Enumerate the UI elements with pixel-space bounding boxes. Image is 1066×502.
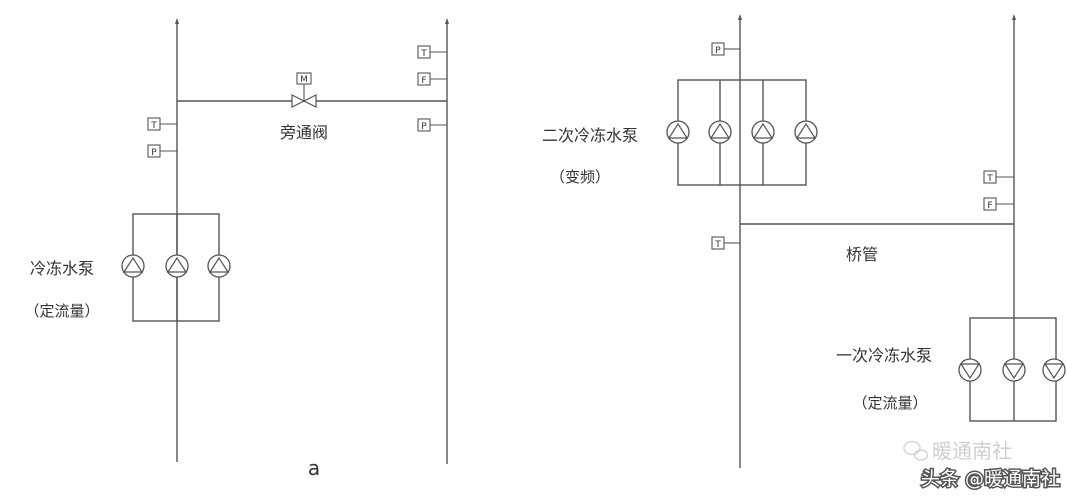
pump-group-a xyxy=(121,213,231,322)
sensor-b-p: P xyxy=(711,42,740,56)
pump-icon xyxy=(121,254,145,278)
diagram-b: P 二次冷冻水泵 （变频） 桥管 T T xyxy=(542,14,1066,468)
arrow-right-a xyxy=(445,18,449,24)
pumps-note-a: （定流量） xyxy=(24,302,99,320)
bridge-pipe-label: 桥管 xyxy=(846,245,878,264)
pump-icon xyxy=(958,358,982,382)
primary-pumps-label: 一次冷冻水泵 xyxy=(836,346,932,365)
watermark-faded-text: 暖通南社 xyxy=(932,439,1012,463)
pump-icon xyxy=(666,120,690,144)
arrow-left-a xyxy=(175,18,179,24)
pump-icon xyxy=(708,120,732,144)
arrow-right-b xyxy=(1012,14,1016,20)
sensor-b-left-t: T xyxy=(711,236,740,250)
diagram-a-caption: a xyxy=(308,456,320,480)
bypass-valve: M xyxy=(291,72,317,108)
wechat-icon xyxy=(903,440,929,461)
svg-text:T: T xyxy=(986,174,993,184)
svg-text:P: P xyxy=(421,122,427,132)
secondary-pumps-label: 二次冷冻水泵 xyxy=(542,126,638,145)
svg-text:P: P xyxy=(151,148,157,158)
primary-pumps-note: （定流量） xyxy=(852,394,927,412)
sensor-right-f: F xyxy=(417,72,447,86)
pump-icon xyxy=(1002,358,1026,382)
svg-text:T: T xyxy=(150,121,157,131)
pump-icon xyxy=(165,254,189,278)
sensor-left-t: T xyxy=(147,117,177,131)
sensor-b-right-f: F xyxy=(983,197,1014,211)
diagram-a: M 旁通阀 T P T F P xyxy=(24,18,449,480)
svg-text:F: F xyxy=(421,76,426,86)
pump-icon xyxy=(1042,358,1066,382)
secondary-pump-group xyxy=(666,79,818,186)
sensor-right-p: P xyxy=(417,118,447,132)
svg-text:F: F xyxy=(987,201,992,211)
sensor-b-right-t: T xyxy=(983,170,1014,184)
svg-text:P: P xyxy=(715,46,721,56)
secondary-pumps-note: （变频） xyxy=(550,168,610,186)
bypass-valve-label: 旁通阀 xyxy=(280,123,328,142)
valve-actuator-label: M xyxy=(300,75,308,85)
pump-icon xyxy=(794,120,818,144)
svg-text:T: T xyxy=(714,240,721,250)
svg-text:T: T xyxy=(420,49,427,59)
pump-icon xyxy=(207,254,231,278)
watermark: 暖通南社 头条 @暖通南社 xyxy=(903,439,1062,492)
sensor-left-p: P xyxy=(147,144,177,158)
arrow-left-b xyxy=(738,14,742,20)
watermark-source-text: 头条 @暖通南社 xyxy=(921,468,1060,490)
primary-pump-group xyxy=(958,317,1066,422)
pumps-label-a: 冷冻水泵 xyxy=(30,259,94,278)
pump-icon xyxy=(751,120,775,144)
sensor-right-t: T xyxy=(417,45,447,59)
